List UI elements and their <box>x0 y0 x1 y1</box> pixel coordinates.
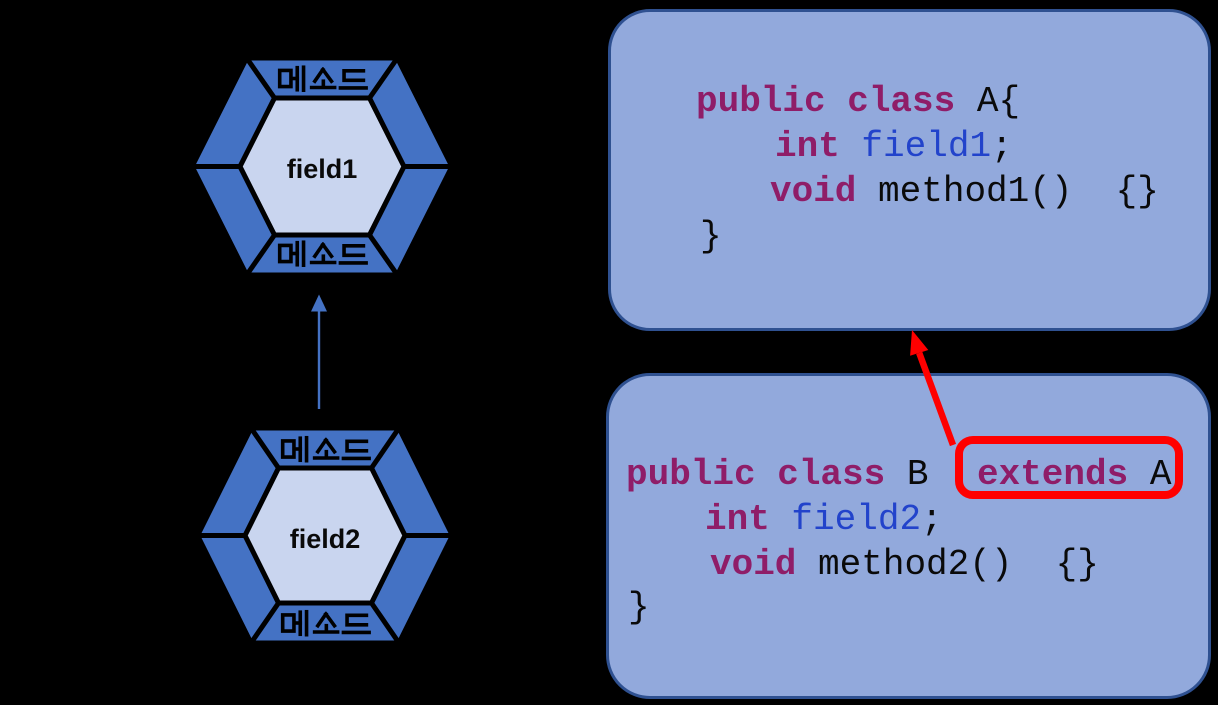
code-line: void method2() {} <box>710 542 1099 587</box>
hexagon-class-a: field1 <box>189 55 455 278</box>
field-label: field2 <box>290 524 361 554</box>
hexagon-core <box>237 95 407 238</box>
plain-segment: ; <box>991 126 1013 167</box>
code-line: void method1() {} <box>770 169 1159 214</box>
keyword-segment: public class <box>696 81 977 122</box>
plain-segment: ; <box>921 499 943 540</box>
hexagon-segment-lines <box>192 56 452 277</box>
plain-segment: method2() {} <box>818 544 1099 585</box>
field-segment: field1 <box>861 126 992 167</box>
code-line: int field1; <box>775 124 1013 169</box>
hexagon-segment-lines <box>197 426 453 645</box>
code-line: public class B <box>626 452 928 497</box>
extends-keyword-segment: extends <box>977 454 1129 495</box>
code-line: int field2; <box>705 497 943 542</box>
extends-highlight-box <box>955 436 1183 499</box>
field-label: field1 <box>287 154 358 184</box>
keyword-segment: int <box>705 499 792 540</box>
plain-segment: B <box>906 454 929 495</box>
plain-segment: } <box>700 216 722 257</box>
code-box-class-b <box>606 373 1211 699</box>
hexagon-class-b: field2 <box>194 425 456 646</box>
field-segment: field2 <box>791 499 922 540</box>
hexagon-core <box>242 465 408 606</box>
code-line: } <box>628 585 650 630</box>
keyword-segment: int <box>775 126 862 167</box>
plain-segment: A{ <box>976 81 1021 122</box>
keyword-segment: public class <box>626 454 907 495</box>
plain-segment: method1() {} <box>878 171 1159 212</box>
keyword-segment: void <box>770 171 879 212</box>
code-box-class-a <box>608 9 1211 331</box>
code-line: public class A{ <box>696 79 1020 124</box>
extends-target-segment: A <box>1128 454 1172 495</box>
code-line: } <box>700 214 722 259</box>
extends-clause: extends A <box>977 452 1171 497</box>
inheritance-arrow <box>311 294 327 409</box>
plain-segment: } <box>628 587 650 628</box>
keyword-segment: void <box>710 544 819 585</box>
